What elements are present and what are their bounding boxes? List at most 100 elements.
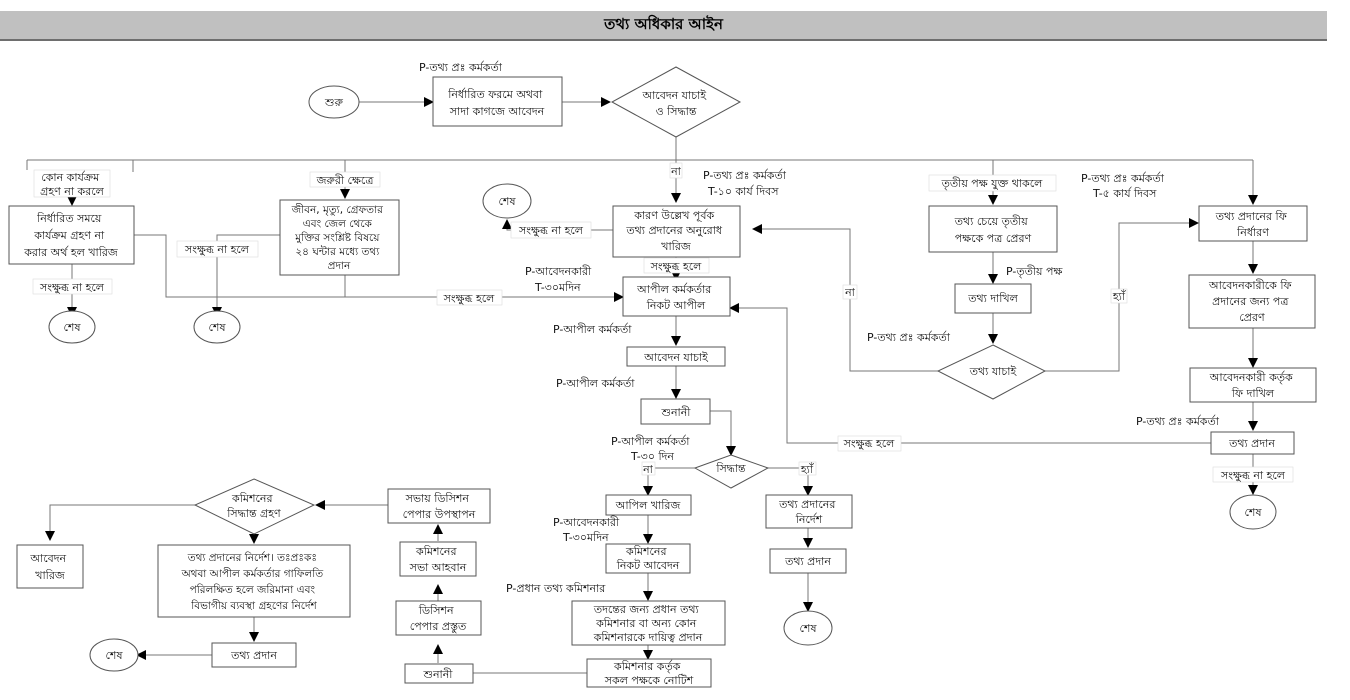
appeal-reject-box <box>605 494 692 516</box>
label-bg <box>798 461 817 476</box>
third-party-letter-box <box>928 205 1058 253</box>
text-line: তথ্য প্রদানের অনুরোধ <box>625 224 723 237</box>
text-line: তথ্য চেয়ে তৃতীয় <box>954 215 1029 228</box>
text-line: তদন্তের জন্য প্রধান তথ্য <box>593 603 700 616</box>
fee-deposit-label: আবেদনকারী কর্তৃক ফি দাখিল <box>1209 371 1296 400</box>
page-title: তথ্য অধিকার আইন <box>604 14 723 33</box>
no-action-reject-box <box>8 205 135 265</box>
annotation-person: P-তৃতীয় পক্ষ <box>1006 265 1063 278</box>
label-bg <box>842 284 858 300</box>
end-label: শেষ <box>63 321 81 334</box>
text-line: পেপার প্রস্তুত <box>410 620 467 633</box>
appeal-box <box>622 276 731 317</box>
text-line: সকল পক্ষকে নোটিশ <box>604 674 694 687</box>
text-line: মুক্তির সংশ্লিষ্ট বিষয়ে <box>294 231 380 244</box>
annotation-time: T-৩০মদিন <box>562 531 609 544</box>
text-line: সভা আহবান <box>409 561 467 574</box>
hearing-appeal-box <box>640 398 711 425</box>
text-line: গ্রহণ না করলে <box>40 185 105 198</box>
fee-letter-label: আবেদনকারীকে ফি প্রদানের জন্য পত্র প্রেরণ <box>1208 279 1295 324</box>
verify-decide-label: আবেদন যাচাই ও সিদ্ধান্ত <box>641 89 709 118</box>
edge-label-yes: হ্যাঁ <box>1112 289 1126 303</box>
order-penalty-label: তথ্য প্রদানের নির্দেশ। তঃপ্রঃকঃ অথবা আপী… <box>181 551 327 612</box>
info-submit-box <box>954 283 1032 314</box>
text-line: কমিশনারকে দায়িত্ব প্রদান <box>593 631 703 644</box>
third-party-letter-label: তথ্য চেয়ে তৃতীয় পক্ষকে পত্র প্রেরণ <box>954 215 1032 245</box>
end-node <box>48 310 96 344</box>
edge-label-aggrieved: সংক্ষুব্ধ হলে <box>650 260 703 273</box>
fee-deposit-box <box>1189 367 1317 403</box>
commission-apply-box <box>605 543 691 574</box>
text-line: পরিলক্ষিত হলে জরিমানা এবং <box>190 583 316 596</box>
text-line: আবেদনকারী কর্তৃক <box>1209 371 1293 384</box>
text-line: সভায় ডিসিশন <box>405 492 470 505</box>
hearing-appeal-label: শুনানী <box>661 406 692 419</box>
decision-paper-label: ডিসিশন পেপার প্রস্তুত <box>410 604 467 633</box>
edge-commission-reject <box>45 504 195 541</box>
info-provide-right-label: তথ্য প্রদান <box>1228 437 1275 450</box>
hearing-commission-box <box>404 663 474 684</box>
text-line: কমিশনের <box>415 545 457 558</box>
text-line: করার অর্থ হল খারিজ <box>23 246 118 259</box>
label-bg <box>1212 466 1294 483</box>
annotation-person: P-তথ্য প্রঃ কর্মকর্তা <box>1081 172 1165 185</box>
edge-label-no: না <box>670 165 682 178</box>
annotation-person: P-তথ্য প্রঃ কর্মকর্তা <box>419 61 503 74</box>
end-node <box>482 183 532 219</box>
text-line: খারিজ <box>35 569 65 582</box>
label-bg <box>641 461 656 476</box>
label-bg <box>669 162 683 179</box>
text-line: নির্ধারণ <box>1236 226 1269 239</box>
label-bg <box>436 289 503 306</box>
annotations: P-তথ্য প্রঃ কর্মকর্তা P-তথ্য প্রঃ কর্মকর… <box>419 61 1220 595</box>
start-label: শুরু <box>324 96 343 109</box>
edge-labels: কোন কার্যক্রম গ্রহণ না করলে জরুরী ক্ষেত্… <box>32 162 1294 483</box>
no-action-reject-label: নির্ধারিত সময়ে কার্যক্রম গ্রহণ না করার … <box>23 212 118 259</box>
info-verify-diamond <box>936 344 1047 400</box>
fee-fix-label: তথ্য প্রদানের ফি নির্ধারণ <box>1215 210 1290 239</box>
apply-label: নির্ধারিত ফরমে অথবা সাদা কাগজে আবেদন <box>447 88 546 118</box>
annotation-time: T-১০ কার্য দিবস <box>707 185 779 198</box>
edge-label-no: না <box>844 286 856 299</box>
reject-with-reason-label: কারণ উল্লেখ পূর্বক তথ্য প্রদানের অনুরোধ … <box>625 209 725 253</box>
annotation-person: P-তথ্য প্রঃ কর্মকর্তা <box>1136 415 1220 428</box>
text-line: আবেদনকারীকে ফি <box>1208 279 1293 292</box>
assign-commissioner-box <box>571 600 726 646</box>
info-provide-bottom-box <box>211 642 297 668</box>
info-provide-mid-label: তথ্য প্রদান <box>784 555 831 568</box>
text-line: নিকট আপীল <box>646 299 706 312</box>
text-line: এবং জেল থেকে <box>303 218 373 230</box>
label-bg <box>176 240 259 258</box>
decision-diamond <box>693 454 770 489</box>
notice-all-box <box>586 658 712 688</box>
annotation-person: P-আপীল কর্মকর্তা <box>553 323 632 336</box>
annotation-person: P-তথ্য প্রঃ কর্মকর্তা <box>867 331 951 344</box>
edge-label-third-party: তৃতীয় পক্ষ যুক্ত থাকলে <box>941 177 1043 190</box>
text-line: কমিশনের <box>231 492 273 505</box>
text-line: কমিশনের <box>625 545 667 558</box>
end-node <box>89 638 139 672</box>
text-line: সিদ্ধান্ত গ্রহণ <box>226 507 281 520</box>
text-line: ডিসিশন <box>418 604 454 617</box>
annotation-person: P-তথ্য প্রঃ কর্মকর্তা <box>703 169 787 182</box>
label-bg <box>837 435 902 452</box>
notice-all-label: কমিশনার কর্তৃক সকল পক্ষকে নোটিশ <box>604 660 694 687</box>
order-provide-box <box>765 494 853 529</box>
commission-decision-diamond <box>193 478 316 535</box>
text-line: খারিজ <box>661 240 691 253</box>
info-verify-label: তথ্য যাচাই <box>969 365 1018 378</box>
text-line: নিকট আবেদন <box>616 559 680 572</box>
commission-meeting-label: কমিশনের সভা আহবান <box>409 545 467 574</box>
edge-label-no-action: কোন কার্যক্রম গ্রহণ না করলে <box>40 171 105 198</box>
text-line: সাদা কাগজে আবেদন <box>449 105 545 118</box>
edge-label-urgent: জরুরী ক্ষেত্রে <box>316 174 375 187</box>
label-bg <box>1110 288 1128 304</box>
end-label: শেষ <box>498 195 516 208</box>
edge <box>710 410 736 456</box>
commission-meeting-box <box>399 541 477 577</box>
text-line: পেপার উপস্থাপন <box>403 508 476 521</box>
edge-label-aggrieved: সংক্ষুব্ধ হলে <box>843 437 896 450</box>
assign-commissioner-label: তদন্তের জন্য প্রধান তথ্য কমিশনার বা অন্য… <box>593 603 703 644</box>
text-line: প্রদানের জন্য পত্র <box>1212 295 1289 308</box>
application-reject-box <box>16 544 84 589</box>
